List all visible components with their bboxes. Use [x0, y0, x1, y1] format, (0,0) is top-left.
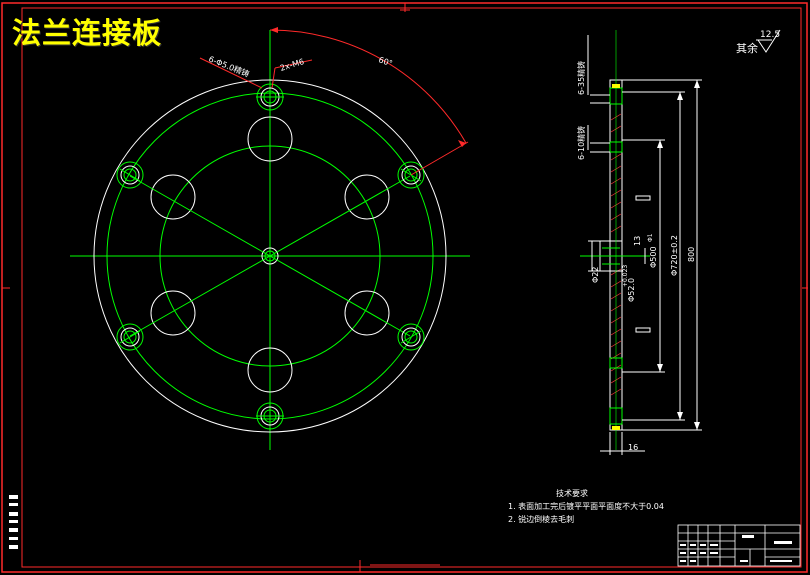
center-hole-inner: [264, 250, 276, 262]
front-view: 6-Φ5.0精铸 2x-M6 60°: [70, 27, 470, 450]
technical-notes: 技术要求 1. 表面加工完后镀平平面平面度不大于0.04 2. 锐边倒棱去毛刺: [508, 487, 664, 526]
drawing-title: 法兰连接板: [12, 16, 163, 50]
angle-label: 60°: [377, 55, 393, 68]
dia-center-label: Φ22: [591, 267, 600, 283]
notes-heading: 技术要求: [556, 489, 588, 498]
big-hole: [150, 290, 196, 336]
roughness-value: 12.5: [760, 30, 781, 40]
mid-holes-label: 6-10精铸: [576, 126, 586, 160]
roughness-symbol: [756, 29, 781, 53]
side-view: 6-35精铸 6-10精铸 Φ22 Φ52.0 +0.023 13 Φ1 Φ50…: [576, 30, 702, 455]
roughness-label: 其余: [736, 42, 758, 55]
dia-bore-label: Φ52.0: [627, 278, 636, 302]
dia-800-label: 800: [687, 247, 696, 262]
big-hole: [344, 174, 390, 220]
big-hole: [247, 116, 293, 162]
hole-small-label: 6-Φ5.0精铸: [207, 54, 251, 79]
note-item: 1. 表面加工完后镀平平面平面度不大于0.04: [508, 502, 664, 511]
big-hole: [247, 347, 293, 393]
left-strip: [9, 495, 18, 549]
inner-circle: [159, 145, 381, 367]
thickness-label: 16: [628, 443, 638, 452]
big-hole: [150, 174, 196, 220]
top-thread-label: 6-35精铸: [576, 61, 586, 95]
tol-bore-label: +0.023: [622, 265, 629, 287]
inner-border: [21, 7, 802, 568]
note-item: 2. 锐边倒棱去毛刺: [508, 515, 575, 524]
dia-720-label: Φ720±0.2: [670, 235, 679, 276]
center-hole-outer: [261, 247, 279, 265]
dia-500-label: Φ500: [649, 246, 658, 268]
bolt-circle: [106, 92, 434, 420]
flange-outer-circle: [93, 79, 447, 433]
title-block: [677, 524, 801, 567]
step-label: 13: [633, 236, 642, 246]
big-hole: [344, 290, 390, 336]
angle-arc: [269, 29, 467, 144]
hole-thread-label: 2x-M6: [279, 57, 305, 73]
chamfer-label: Φ1: [647, 233, 654, 242]
